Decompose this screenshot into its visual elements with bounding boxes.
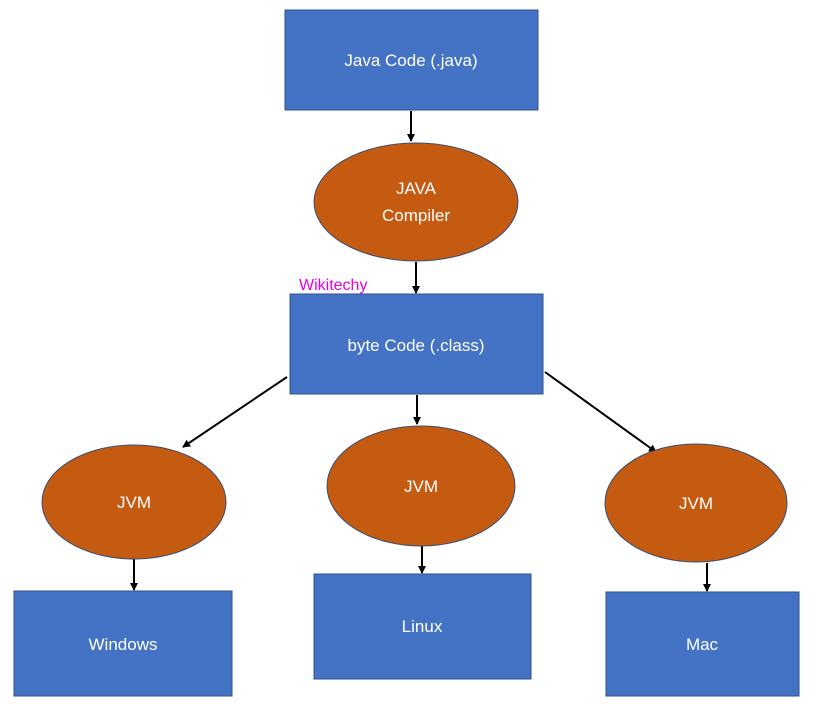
jvm-linux-label: JVM bbox=[404, 477, 438, 496]
jvm-windows-label: JVM bbox=[117, 493, 151, 512]
byte-code-node: byte Code (.class) bbox=[289, 293, 544, 395]
wikitechy-watermark: Wikitechy bbox=[299, 277, 367, 294]
linux-node: Linux bbox=[313, 573, 532, 680]
java-code-label: Java Code (.java) bbox=[344, 51, 477, 70]
byte-code-label: byte Code (.class) bbox=[348, 336, 485, 355]
mac-node: Mac bbox=[605, 591, 800, 697]
jvm-mac-label: JVM bbox=[679, 494, 713, 513]
windows-node: Windows bbox=[13, 590, 233, 697]
arrow-bytecode-to-jvm-windows bbox=[182, 376, 288, 448]
java-code-node: Java Code (.java) bbox=[284, 9, 539, 111]
windows-label: Windows bbox=[89, 635, 158, 654]
jvm-mac-node: JVM bbox=[604, 443, 788, 563]
arrow-bytecode-to-jvm-mac bbox=[544, 371, 657, 453]
compiler-label-line2: Compiler bbox=[382, 206, 450, 225]
mac-label: Mac bbox=[686, 635, 719, 654]
compiler-node: JAVA Compiler bbox=[313, 142, 519, 262]
jvm-windows-node: JVM bbox=[41, 444, 227, 560]
jvm-linux-node: JVM bbox=[326, 425, 516, 547]
linux-label: Linux bbox=[402, 617, 443, 636]
compiler-label-line1: JAVA bbox=[396, 179, 437, 198]
